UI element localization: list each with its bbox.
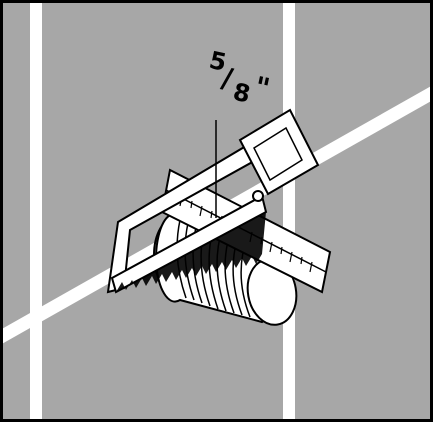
measurement-unit: " bbox=[252, 70, 273, 105]
hacksaw bbox=[106, 108, 320, 294]
grout-line-vertical-right bbox=[283, 0, 295, 422]
measurement-numerator: 5 bbox=[207, 46, 229, 77]
hacksaw-wingnut-icon bbox=[252, 190, 264, 202]
measurement-denominator: 8 bbox=[231, 78, 253, 109]
hacksaw-blade-teeth bbox=[116, 212, 266, 292]
hacksaw-handle-grip bbox=[253, 126, 303, 182]
grout-line-vertical-left bbox=[30, 0, 42, 422]
